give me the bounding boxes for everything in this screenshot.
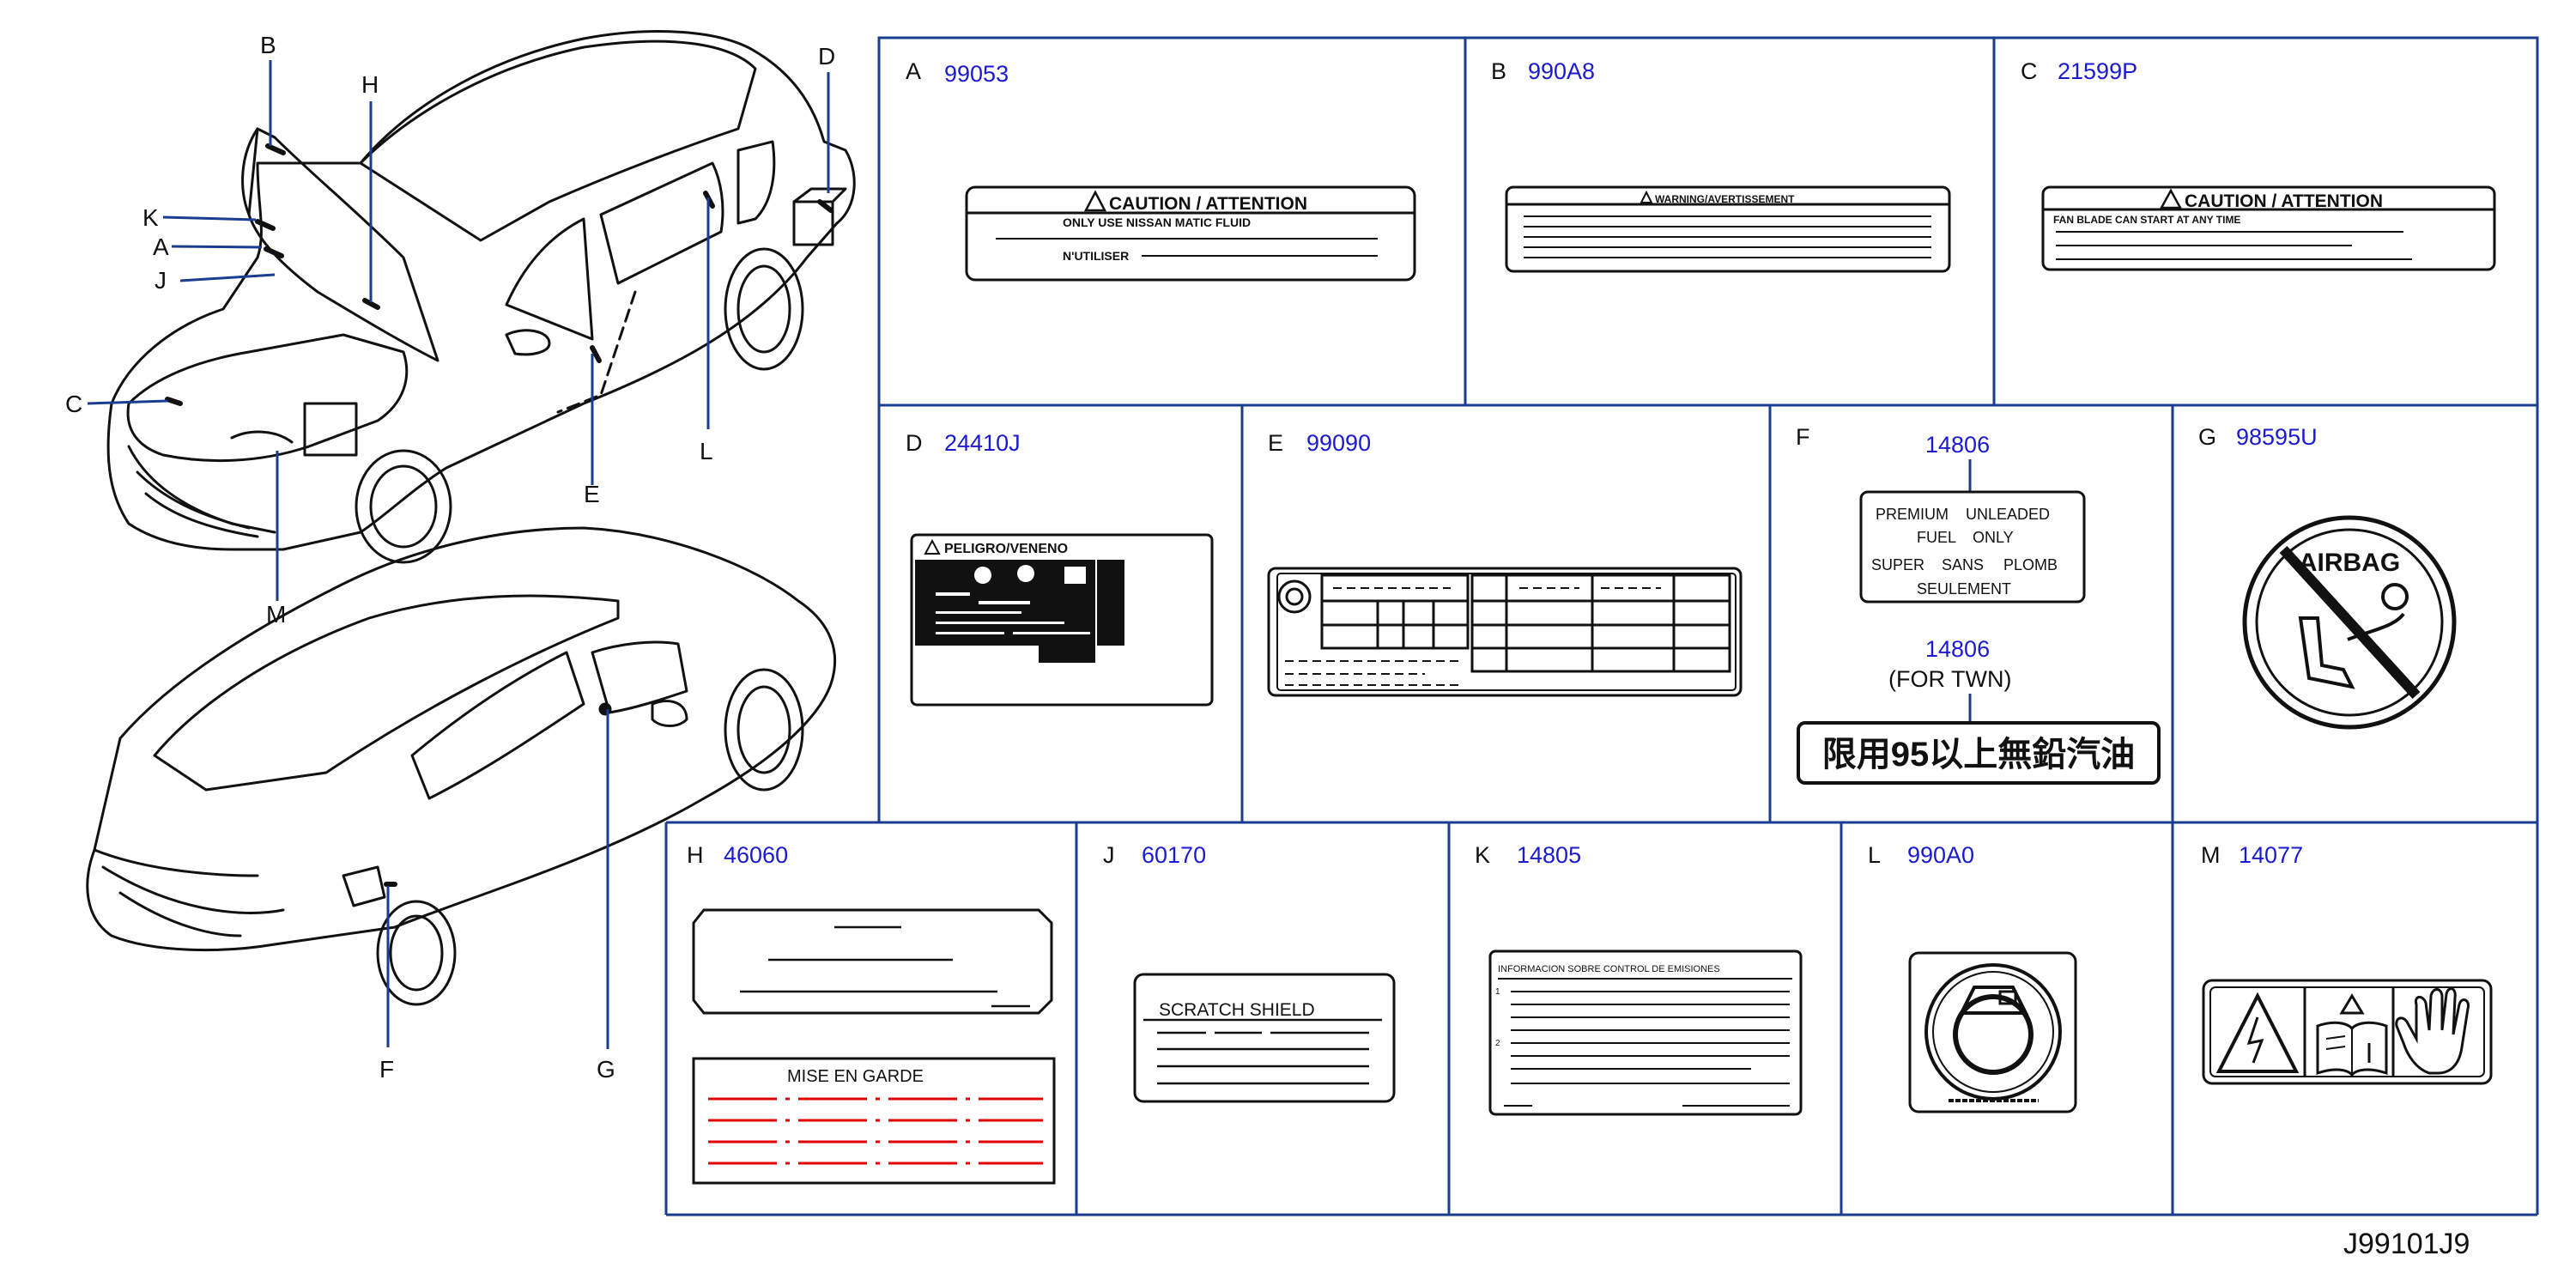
cell-e: E 99090: [1267, 430, 1743, 697]
fuel-text: PREMIUM: [1876, 506, 1949, 523]
callout-k: K: [142, 204, 159, 231]
cell-letter: D: [906, 430, 923, 456]
cell-letter: J: [1103, 842, 1115, 868]
label-c-heading: CAUTION / ATTENTION: [2185, 191, 2383, 211]
label-h-lower: MISE EN GARDE: [692, 1057, 1056, 1185]
part-number: 990A0: [1907, 842, 1974, 868]
cell-letter: B: [1491, 58, 1506, 84]
label-a-line2: N'UTILISER: [1063, 249, 1129, 263]
mise-en-garde-text: MISE EN GARDE: [787, 1067, 924, 1086]
upper-car-illustration: [106, 30, 856, 564]
part-number: 14806: [1925, 432, 1990, 458]
part-number-twn: 14806: [1925, 636, 1990, 662]
label-k: [1488, 949, 1803, 1116]
label-c: [2041, 185, 2496, 271]
cell-c: C 21599P CAUTION / ATTENTION FAN BLADE C…: [2021, 58, 2496, 271]
label-a-heading: CAUTION / ATTENTION: [1109, 194, 1307, 214]
grid-frame: [664, 36, 2539, 1216]
label-b-heading: WARNING/AVERTISSEMENT: [1655, 193, 1795, 205]
label-e: [1267, 567, 1743, 697]
airbag-child-seat-icon: [2242, 515, 2457, 730]
label-d: PELIGRO/VENENO: [910, 533, 1214, 707]
label-a: [965, 185, 1416, 282]
label-k-item2: 2: [1495, 1039, 1500, 1048]
cell-b: B 990A8 WARNING/AVERTISSEMENT: [1491, 58, 1951, 273]
label-c-line1: FAN BLADE CAN START AT ANY TIME: [2053, 214, 2240, 226]
callout-l: L: [700, 438, 713, 464]
label-l: [1908, 951, 2077, 1113]
part-number: 99053: [944, 61, 1009, 87]
label-k-heading: INFORMACION SOBRE CONTROL DE EMISIONES: [1498, 964, 1720, 974]
scratch-shield-text: SCRATCH SHIELD: [1159, 1000, 1315, 1020]
variant-twn: (FOR TWN): [1888, 666, 2011, 692]
label-d-heading: PELIGRO/VENENO: [944, 542, 1068, 556]
fuel-text: SANS: [1942, 556, 1984, 573]
fuel-text: PLOMB: [2003, 556, 2058, 573]
fuel-text: FUEL: [1917, 529, 1956, 546]
part-number: 990A8: [1528, 58, 1595, 84]
callout-a: A: [153, 234, 169, 260]
airbag-text: AIRBAG: [2299, 549, 2400, 577]
label-m: [2202, 979, 2493, 1085]
cell-a: A 99053 CAUTION / ATTENTION ONLY USE NIS…: [906, 58, 1416, 282]
warning-triangle-icon: [1083, 190, 1107, 212]
cell-letter: A: [906, 58, 921, 84]
lower-car-illustration: [86, 526, 837, 1006]
callout-m: M: [266, 601, 286, 628]
callouts: B H D K A J C E L M F G: [65, 32, 835, 1083]
cell-letter: G: [2198, 424, 2216, 450]
cell-f: F 14806 PREMIUM UNLEADED FUEL ONLY SUPER…: [1796, 424, 2161, 785]
hand-icon: [2395, 987, 2470, 1075]
part-number: 14077: [2239, 842, 2303, 868]
part-number: 98595U: [2236, 424, 2318, 450]
part-number: 60170: [1142, 842, 1206, 868]
fuel-label-twn: [1797, 721, 2161, 785]
chinese-fuel-text: 限用95以上無鉛汽油: [1822, 736, 2136, 774]
part-number: 46060: [724, 842, 788, 868]
callout-h: H: [361, 71, 379, 98]
part-number: 14805: [1517, 842, 1581, 868]
callout-c: C: [65, 391, 82, 417]
label-h-upper: [692, 908, 1053, 1015]
cell-letter: K: [1475, 842, 1490, 868]
warning-triangle-icon: [924, 538, 941, 555]
read-manual-icon: [2316, 993, 2388, 1077]
callout-g: G: [597, 1056, 615, 1083]
label-a-line1: ONLY USE NISSAN MATIC FLUID: [1063, 215, 1251, 229]
label-j: [1133, 973, 1396, 1103]
cell-letter: C: [2021, 58, 2038, 84]
cell-m: M 14077: [2201, 842, 2493, 1085]
callout-f: F: [379, 1056, 394, 1083]
leader-lines: [87, 60, 830, 1049]
part-number: 24410J: [944, 430, 1021, 456]
warning-triangle-icon: [2159, 188, 2183, 209]
callout-b: B: [260, 32, 276, 58]
cell-letter: M: [2201, 842, 2221, 868]
fuel-text: SEULEMENT: [1917, 580, 2011, 598]
cell-letter: F: [1796, 424, 1810, 450]
fuel-text: UNLEADED: [1966, 506, 2050, 523]
cell-h: H 46060 MISE EN GARDE: [687, 842, 1056, 1185]
fuel-text: SUPER: [1871, 556, 1924, 573]
callout-e: E: [584, 481, 600, 507]
cell-g: G 98595U AIRBAG: [2198, 424, 2457, 730]
cell-l: L 990A0: [1868, 842, 2077, 1113]
electric-shock-warning-icon: [2215, 992, 2300, 1073]
cell-d: D 24410J PELIGRO/VENENO: [906, 430, 1214, 707]
fuel-text: ONLY: [1973, 529, 2014, 546]
callout-j: J: [155, 267, 167, 294]
cell-k: K 14805 INFORMACION SOBRE CONTROL DE EMI…: [1475, 842, 1803, 1116]
cell-j: J 60170 SCRATCH SHIELD: [1103, 842, 1396, 1103]
part-number: 99090: [1306, 430, 1371, 456]
cell-letter: H: [687, 842, 704, 868]
reference-code: J99101J9: [2343, 1228, 2470, 1260]
label-b: [1505, 185, 1951, 273]
cell-letter: E: [1268, 430, 1283, 456]
label-k-item1: 1: [1495, 987, 1500, 997]
part-number: 21599P: [2058, 58, 2137, 84]
fuel-label: [1859, 490, 2086, 604]
callout-d: D: [818, 43, 835, 70]
cell-letter: L: [1868, 842, 1881, 868]
